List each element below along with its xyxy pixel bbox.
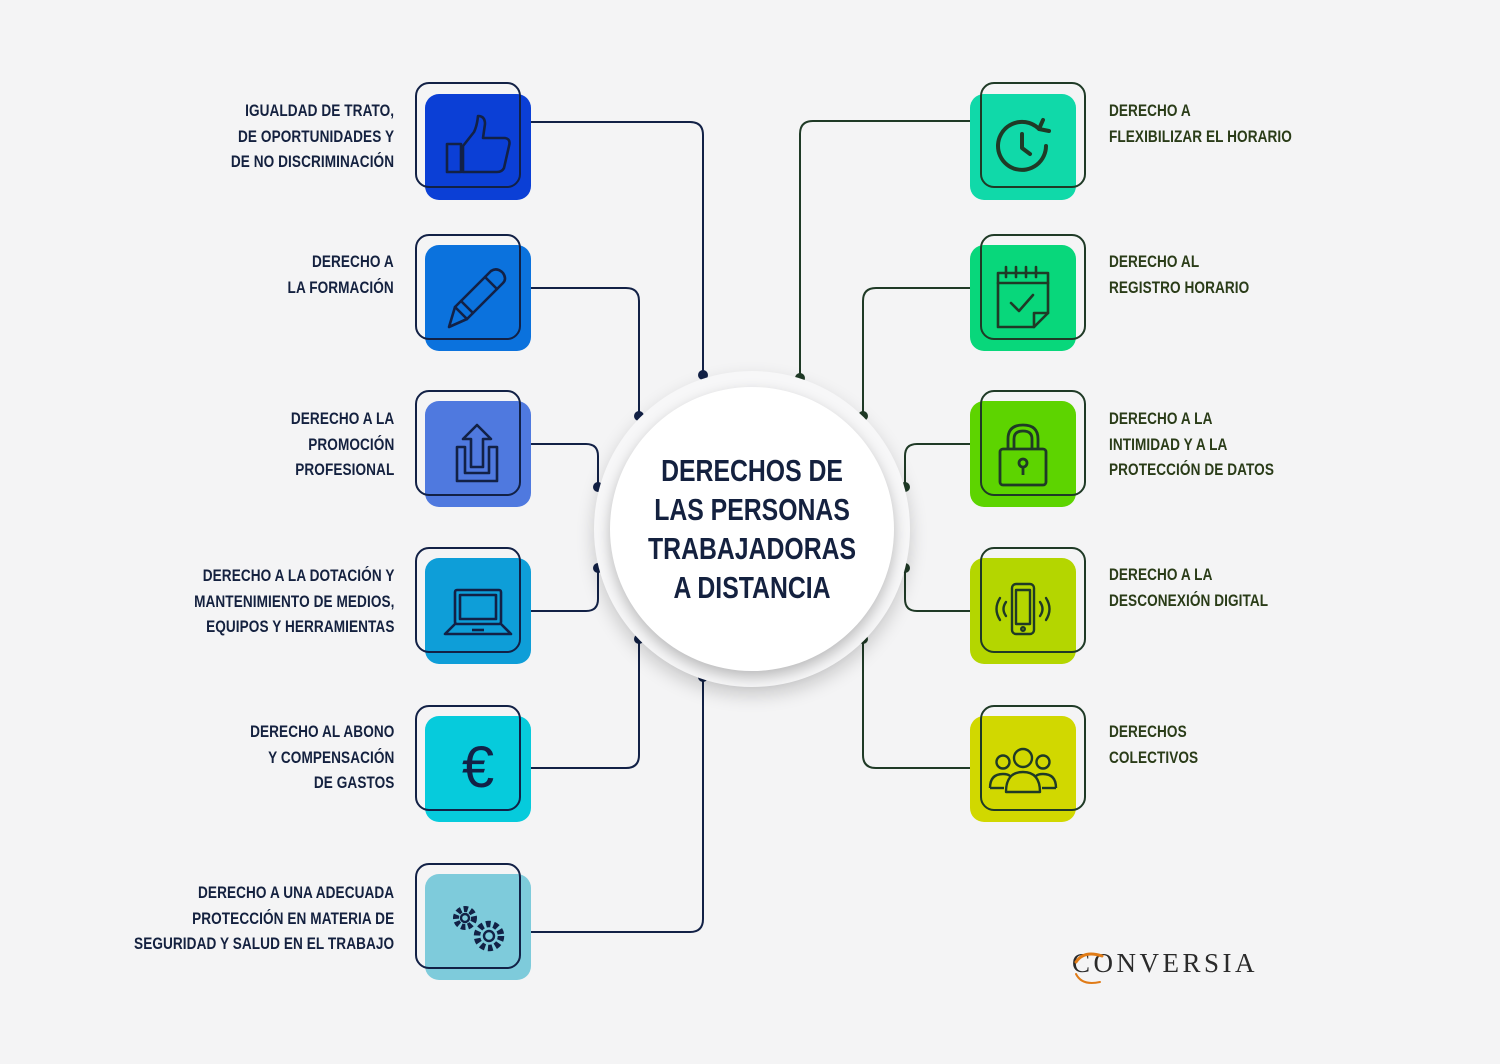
tile-padlock bbox=[970, 401, 1076, 507]
connector-left-6 bbox=[530, 677, 704, 933]
gears-icon bbox=[453, 906, 505, 952]
label-colectivos: DERECHOS COLECTIVOS bbox=[1109, 722, 1199, 767]
label-flexibilizar: DERECHO A FLEXIBILIZAR EL HORARIO bbox=[1109, 101, 1292, 146]
connector-right-4 bbox=[904, 568, 980, 612]
label-dotacion: DERECHO A LA DOTACIÓN Y MANTENIMIENTO DE… bbox=[193, 566, 394, 636]
brand-name: CONVERSIA bbox=[1072, 948, 1259, 978]
pencil-icon bbox=[447, 268, 507, 329]
label-formacion: DERECHO A LA FORMACIÓN bbox=[287, 252, 394, 297]
connector-right-3 bbox=[904, 443, 980, 487]
logo-arc-icon bbox=[1074, 952, 1104, 984]
thumbs-up-icon bbox=[445, 114, 511, 174]
center-circle: DERECHOS DE LAS PERSONAS TRABAJADORAS A … bbox=[610, 387, 894, 671]
connector-left-3 bbox=[530, 443, 599, 487]
calendar-check-icon bbox=[996, 265, 1050, 329]
vibrating-phone-icon bbox=[995, 582, 1051, 636]
tile-phone bbox=[970, 558, 1076, 664]
tile-group bbox=[970, 716, 1076, 822]
label-registro: DERECHO AL REGISTRO HORARIO bbox=[1109, 252, 1250, 297]
label-abono: DERECHO AL ABONO Y COMPENSACIÓN DE GASTO… bbox=[249, 722, 394, 792]
connector-left-5 bbox=[530, 639, 640, 769]
tile-clock bbox=[970, 94, 1076, 200]
padlock-icon bbox=[998, 423, 1048, 487]
connector-right-1 bbox=[799, 120, 980, 378]
label-igualdad: IGUALDAD DE TRATO, DE OPORTUNIDADES Y DE… bbox=[230, 101, 394, 171]
tile-gears bbox=[425, 874, 531, 980]
connector-left-1 bbox=[530, 121, 704, 375]
tile-pencil bbox=[425, 245, 531, 351]
center-title: DERECHOS DE LAS PERSONAS TRABAJADORAS A … bbox=[647, 453, 857, 605]
tile-laptop bbox=[425, 558, 531, 664]
connector-left-4 bbox=[530, 568, 599, 612]
connector-right-5 bbox=[862, 639, 980, 769]
clock-icon bbox=[996, 118, 1051, 172]
group-icon bbox=[988, 747, 1058, 794]
tile-calendar bbox=[970, 245, 1076, 351]
conversia-logo: CONVERSIA bbox=[1072, 948, 1259, 984]
connector-left-2 bbox=[530, 287, 640, 416]
laptop-icon bbox=[443, 588, 513, 636]
label-intimidad: DERECHO A LA INTIMIDAD Y A LA PROTECCIÓN… bbox=[1109, 409, 1274, 479]
tile-thumbs-up bbox=[425, 94, 531, 200]
tile-euro: € bbox=[425, 716, 531, 822]
connector-right-2 bbox=[862, 287, 980, 416]
label-desconexion: DERECHO A LA DESCONEXIÓN DIGITAL bbox=[1109, 565, 1269, 610]
label-promocion: DERECHO A LA PROMOCIÓN PROFESIONAL bbox=[290, 409, 394, 479]
svg-text:€: € bbox=[462, 735, 494, 800]
label-seguridad: DERECHO A UNA ADECUADA PROTECCIÓN EN MAT… bbox=[133, 883, 394, 953]
tile-share bbox=[425, 401, 531, 507]
share-up-icon bbox=[455, 423, 499, 483]
euro-icon: € bbox=[462, 735, 494, 800]
